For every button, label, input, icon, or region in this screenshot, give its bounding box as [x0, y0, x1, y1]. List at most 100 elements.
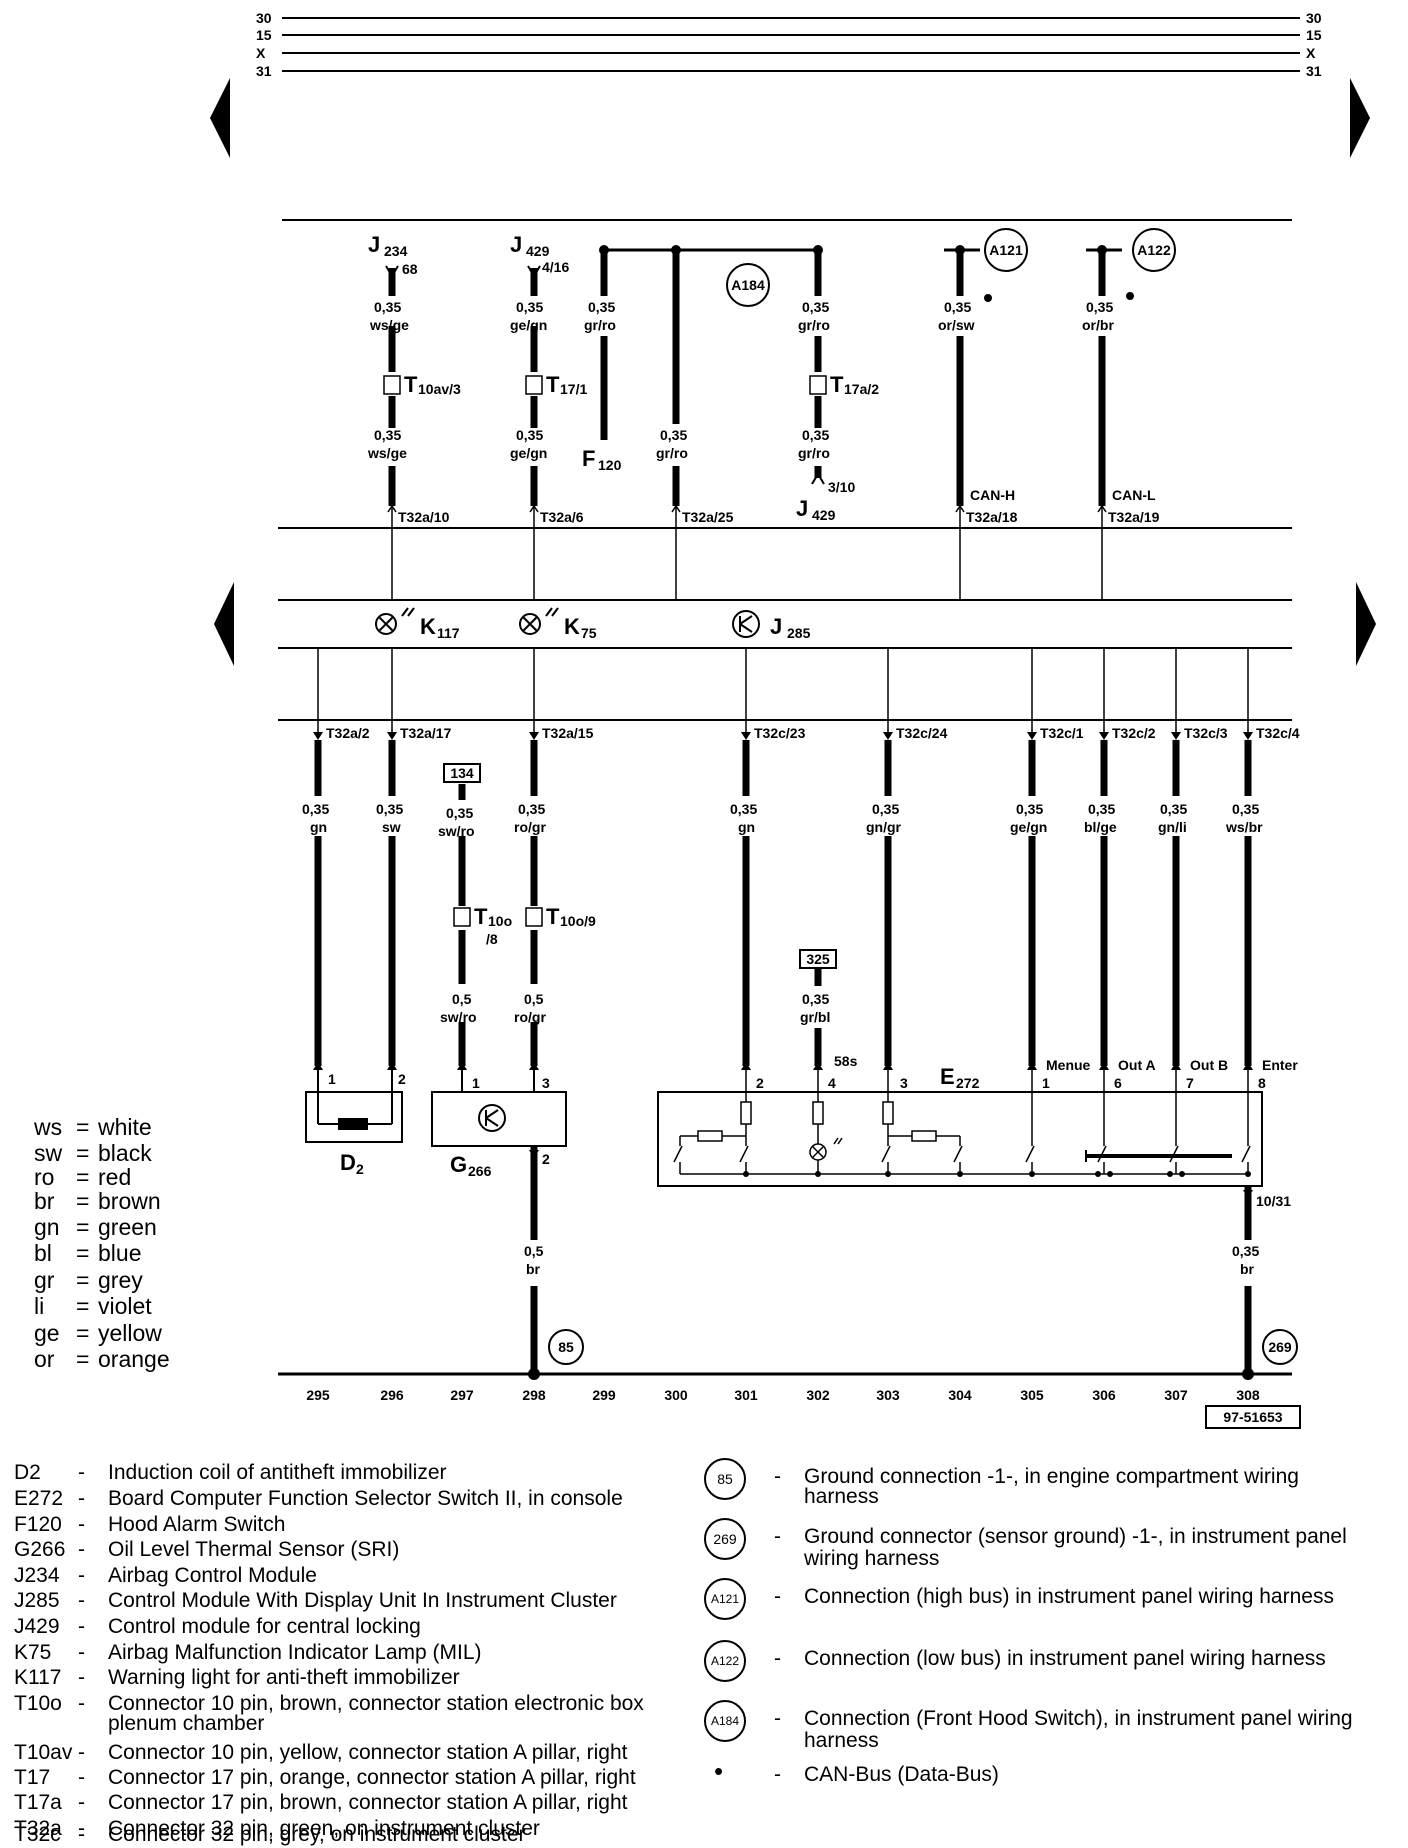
j234-color: ws/ge	[369, 317, 409, 333]
e272-internal-circuit	[673, 1070, 1251, 1175]
legend-row-e272: E272-Board Computer Function Selector Sw…	[14, 1488, 694, 1510]
g266-component: 1 3 2 G 266	[431, 1070, 567, 1179]
wire-303-gauge: 0,35	[872, 801, 899, 817]
e272-pin-7: 7	[1186, 1075, 1194, 1091]
legend-dash: -	[78, 1589, 85, 1612]
wire-298-gauge: 0,35	[518, 801, 545, 817]
previous-page-arrow-top[interactable]	[210, 78, 230, 158]
symbol-row-a122: A122 - Connection (low bus) in instrumen…	[704, 1640, 1394, 1682]
legend-row-t32c: T32c-Connector 32 pin, grey, on instrume…	[14, 1824, 694, 1846]
instrument-cluster-row: K 117 K 75 J 285	[375, 607, 811, 641]
color-key-li-code: li	[34, 1293, 44, 1319]
legend-code: K117	[14, 1666, 62, 1689]
t17a-label: T	[830, 372, 844, 397]
legend-code: T17a	[14, 1791, 62, 1814]
legend-row-f120: F120-Hood Alarm Switch	[14, 1514, 694, 1536]
legend-dash: -	[78, 1615, 85, 1638]
t17a-sub: 17a/2	[844, 381, 879, 397]
legend-code: F120	[14, 1513, 62, 1536]
legend-row-d2: D2-Induction coil of antitheft immobiliz…	[14, 1462, 694, 1484]
lower-wires	[314, 648, 1252, 1066]
symbol-dash: -	[774, 1585, 781, 1608]
e272-sub: 272	[956, 1075, 980, 1091]
color-key-gr-name: grey	[98, 1267, 143, 1293]
legend-code: T32c	[14, 1823, 61, 1846]
a122-symbol: A122	[704, 1640, 746, 1682]
legend-row-j429: J429-Control module for central locking	[14, 1616, 694, 1638]
diagram-id-box	[1205, 1405, 1301, 1429]
legend-dash: -	[78, 1791, 85, 1814]
wire-j234: J 234 68 0,35 ws/ge T 10av/3 0,35 ws/ge …	[367, 232, 461, 600]
wire-302-top: 0,35 gr/ro T 17a/2 0,35 gr/ro 3/10 J 429	[796, 250, 879, 523]
symbol-text-line2: wiring harness	[804, 1547, 940, 1570]
color-key-or-name: orange	[98, 1346, 170, 1372]
j429-gauge: 0,35	[516, 299, 543, 315]
track-305: 305	[1020, 1387, 1044, 1403]
legend-row-t10av: T10av-Connector 10 pin, yellow, connecto…	[14, 1742, 694, 1764]
color-key-eq: =	[76, 1267, 89, 1293]
t10av-label: T	[404, 372, 418, 397]
g266-label: G	[450, 1152, 467, 1177]
j285-sub: 285	[787, 625, 811, 641]
color-key-eq: =	[76, 1188, 89, 1214]
wire-296-conn: T32a/17	[400, 725, 452, 741]
can-bus-dot-icon: •	[714, 1756, 724, 1786]
wire-298-ground: 0,5 br 85	[524, 1146, 584, 1380]
wire-j429: J 429 4/16 0,35 ge/gn T 17/1 0,35 ge/gn …	[510, 232, 587, 600]
wire-301-conn: T32c/23	[754, 725, 806, 741]
color-key-br-name: brown	[98, 1188, 161, 1214]
color-key-br-code: br	[34, 1188, 55, 1214]
legend-dash: -	[78, 1823, 85, 1846]
e272-ground-wire: 10/31 0,35 br 269	[1232, 1186, 1298, 1380]
wire-308-gauge: 0,35	[1232, 801, 1259, 817]
ground-85-ref: 85	[558, 1339, 574, 1355]
e272-pin-1: 1	[1042, 1075, 1050, 1091]
wire-302-top-gauge: 0,35	[802, 299, 829, 315]
can-h-wire: A121 0,35 or/sw CAN-H T32a/18	[938, 228, 1028, 600]
color-key-eq: =	[76, 1214, 89, 1240]
bus-label-31-left: 31	[256, 63, 272, 79]
previous-page-arrow-middle[interactable]	[214, 582, 234, 666]
f120-color: gr/ro	[584, 317, 616, 333]
legend-text: Connector 32 pin, grey, on instrument cl…	[108, 1823, 526, 1846]
d2-pin-1: 1	[328, 1071, 336, 1087]
color-key-li-name: violet	[98, 1293, 152, 1319]
ground-85-symbol: 85	[704, 1458, 746, 1500]
symbol-dash: -	[774, 1763, 781, 1786]
d2-sub: 2	[356, 1161, 364, 1177]
symbol-row-269: 269 - Ground connector (sensor ground) -…	[704, 1518, 1394, 1570]
wire-298-color3: br	[526, 1261, 541, 1277]
legend-text: Control Module With Display Unit In Inst…	[108, 1589, 617, 1612]
e272-outb-label: Out B	[1190, 1057, 1228, 1073]
wire-306-gauge: 0,35	[1088, 801, 1115, 817]
color-key-bl-code: bl	[34, 1240, 52, 1266]
wire-297-gauge: 0,35	[446, 805, 473, 821]
color-key-ws-name: white	[97, 1114, 152, 1140]
symbol-text: Ground connection -1-, in engine compart…	[804, 1465, 1299, 1488]
symbol-row-a184: A184 - Connection (Front Hood Switch), i…	[704, 1700, 1394, 1752]
legend-code: T17	[14, 1766, 51, 1789]
wire-300-gauge: 0,35	[660, 427, 687, 443]
ground-269-ref: 269	[1268, 1339, 1292, 1355]
ref-325: 325	[806, 951, 830, 967]
legend-code: G266	[14, 1538, 66, 1561]
wire-301-color: gn	[738, 819, 755, 835]
can-h-label: CAN-H	[970, 487, 1015, 503]
legend-dash: -	[78, 1513, 85, 1536]
next-page-arrow-middle[interactable]	[1356, 582, 1376, 666]
legend-text: Connector 10 pin, yellow, connector stat…	[108, 1741, 628, 1764]
color-key-sw-code: sw	[34, 1140, 63, 1166]
next-page-arrow-top[interactable]	[1350, 78, 1370, 158]
wire-298-conn: T32a/15	[542, 725, 594, 741]
legend-dash: -	[78, 1461, 85, 1484]
track-299: 299	[592, 1387, 616, 1403]
color-key-ro-code: ro	[34, 1164, 54, 1190]
bus-lines	[282, 17, 1300, 72]
j429-gauge2: 0,35	[516, 427, 543, 443]
legend-row-t17: T17-Connector 17 pin, orange, connector …	[14, 1767, 694, 1789]
can-l-color: or/br	[1082, 317, 1114, 333]
color-key-ge-name: yellow	[98, 1320, 162, 1346]
wire-303-color: gn/gr	[866, 819, 902, 835]
component-pin-arrows	[313, 1062, 1253, 1070]
legend-text: Connector 17 pin, brown, connector stati…	[108, 1791, 628, 1814]
